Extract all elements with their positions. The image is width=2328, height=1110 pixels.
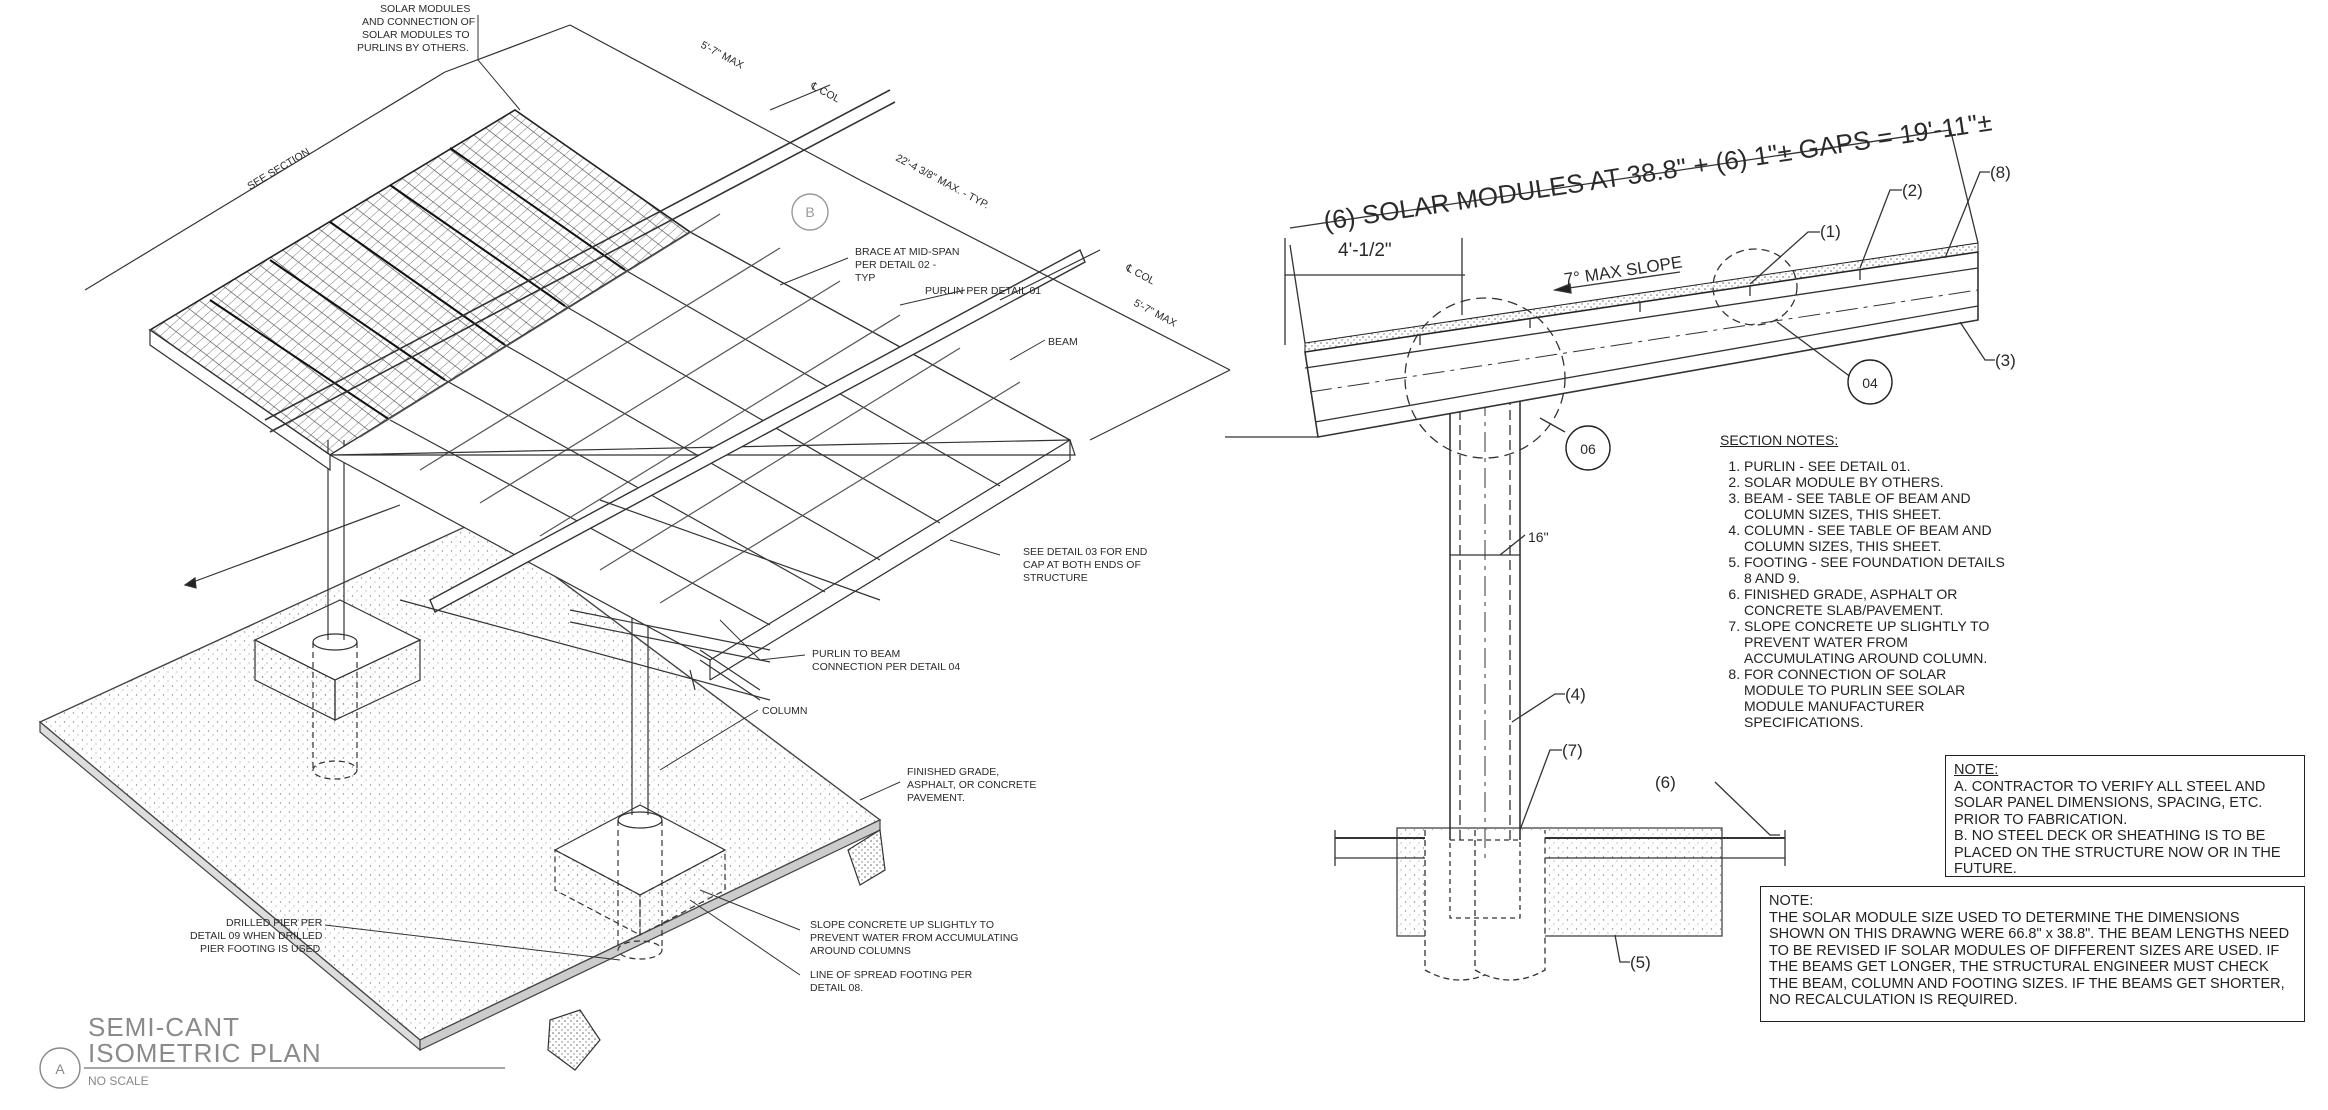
footing-left [253,599,422,780]
note-ab-heading: NOTE: [1954,762,1999,778]
callout-slope: SLOPE CONCRETE UP SLIGHTLY TO [810,919,994,931]
section-notes-list: PURLIN - SEE DETAIL 01. SOLAR MODULE BY … [1720,458,2010,730]
tag-6: (6) [1655,773,1676,792]
section-view [1225,127,1995,981]
plan-title-line2: ISOMETRIC PLAN [88,1038,322,1068]
tag-5: (5) [1630,953,1651,972]
callout-end-cap: SEE DETAIL 03 FOR END [1023,546,1148,558]
section-note-7: SLOPE CONCRETE UP SLIGHTLY TO PREVENT WA… [1744,618,2010,666]
callout-brace-3: TYP [855,272,875,284]
tag-7: (7) [1562,741,1583,760]
note-b: B. NO STEEL DECK OR SHEATHING IS TO BE P… [1954,828,2281,877]
tag-1: (1) [1820,222,1841,241]
footing-right [553,804,727,960]
detail-bubble-06 [1565,425,1611,471]
tag-4: (4) [1565,685,1586,704]
callout-see-section: SEE SECTION [245,146,312,193]
section-notes: SECTION NOTES: PURLIN - SEE DETAIL 01. S… [1720,432,2010,730]
callout-end-cap-3: STRUCTURE [1023,572,1088,584]
section-notes-heading: SECTION NOTES: [1720,432,1839,448]
section-note-2: SOLAR MODULE BY OTHERS. [1744,474,2010,490]
grid-bubble-b [791,193,829,231]
section-note-1: PURLIN - SEE DETAIL 01. [1744,458,2010,474]
col-centerline-right: ℄ COL [1123,262,1157,288]
dim-top-max: 5'-7" MAX [699,39,746,71]
callout-solar-modules-2: AND CONNECTION OF [362,16,475,28]
tag-3: (3) [1995,351,2016,370]
callout-pier-2: DETAIL 09 WHEN DRILLED [190,930,323,942]
section-note-6: FINISHED GRADE, ASPHALT OR CONCRETE SLAB… [1744,586,2010,618]
note-ab-box: NOTE: A. CONTRACTOR TO VERIFY ALL STEEL … [1945,755,2305,877]
detail-bubble-06-label: 06 [1580,441,1596,457]
note-main-body: THE SOLAR MODULE SIZE USED TO DETERMINE … [1769,909,2290,1009]
detail-bubble-04-label: 04 [1862,375,1878,391]
note-a: A. CONTRACTOR TO VERIFY ALL STEEL AND SO… [1954,778,2266,828]
callout-grade-2: ASPHALT, OR CONCRETE [907,779,1036,791]
section-note-5: FOOTING - SEE FOUNDATION DETAILS 8 AND 9… [1744,554,2010,586]
callout-pier: DRILLED PIER PER [226,917,323,929]
callout-purlin-conn: PURLIN TO BEAM [812,648,900,660]
note-main-heading: NOTE: [1769,893,1814,909]
section-note-8: FOR CONNECTION OF SOLAR MODULE TO PURLIN… [1744,666,2010,730]
callout-spread: LINE OF SPREAD FOOTING PER [810,969,973,981]
callout-solar-modules: SOLAR MODULES [380,3,470,15]
dim-right-max: 5'-7" MAX [1132,297,1179,329]
callout-column: COLUMN [762,705,808,717]
detail-bubble-04 [1847,359,1893,405]
callout-brace-2: PER DETAIL 02 - [855,259,937,271]
callout-solar-modules-4: PURLINS BY OTHERS. [357,42,469,54]
section-note-4: COLUMN - SEE TABLE OF BEAM AND COLUMN SI… [1744,522,2010,554]
callout-slope-2: PREVENT WATER FROM ACCUMULATING [810,932,1018,944]
callout-pier-3: PIER FOOTING IS USED [200,943,321,955]
tag-2: (2) [1902,181,1923,200]
callout-beam: BEAM [1048,336,1078,348]
section-note-3: BEAM - SEE TABLE OF BEAM AND COLUMN SIZE… [1744,490,2010,522]
plan-scale: NO SCALE [88,1074,149,1088]
title-bubble [39,1047,81,1089]
plan-title-line1: SEMI-CANT [88,1012,240,1042]
callout-purlin-conn-2: CONNECTION PER DETAIL 04 [812,661,960,673]
section-top-dimension: (6) SOLAR MODULES AT 38.8" + (6) 1"± GAP… [1321,106,1993,235]
callout-solar-modules-3: SOLAR MODULES TO [362,29,470,41]
title-bubble-label: A [55,1061,65,1077]
column-width-label: 16" [1528,529,1549,545]
section-left-dimension: 4'-1/2" [1338,240,1392,261]
callout-grade: FINISHED GRADE, [907,766,999,778]
callout-spread-2: DETAIL 08. [810,982,863,994]
isometric-plan [38,24,1231,1071]
grid-bubble-b-label: B [805,204,814,220]
callout-purlin: PURLIN PER DETAIL 01 [925,285,1041,297]
col-centerline-top: ℄ COL [808,80,842,106]
callout-end-cap-2: CAP AT BOTH ENDS OF [1023,559,1141,571]
callout-slope-3: AROUND COLUMNS [810,945,911,957]
callout-grade-3: PAVEMENT. [907,792,965,804]
plan-callouts: SOLAR MODULES AND CONNECTION OF SOLAR MO… [190,3,1178,994]
note-main-box: NOTE: THE SOLAR MODULE SIZE USED TO DETE… [1760,886,2305,1022]
callout-brace: BRACE AT MID-SPAN [855,246,959,258]
dim-span: 22'-4 3/8" MAX. - TYP. [894,152,991,211]
plan-title-block: A SEMI-CANT ISOMETRIC PLAN NO SCALE [39,1012,505,1089]
section-slope-label: 7° MAX SLOPE [1563,253,1684,289]
tag-8: (8) [1990,163,2011,182]
